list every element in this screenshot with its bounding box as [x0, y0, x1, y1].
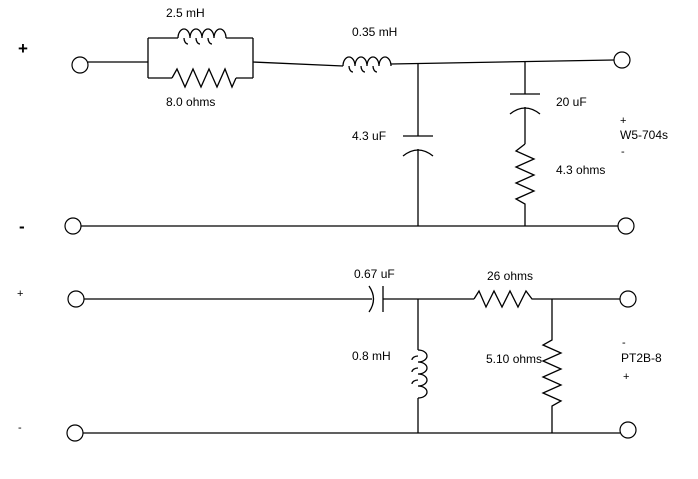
lower-resistor-r1-label: 26 ohms	[487, 269, 533, 283]
upper-circuit: + - 2.5 mH 8.0 ohms 0.35 mH 4.3 uF 20 uF…	[18, 6, 668, 236]
upper-resistor-r1-label: 8.0 ohms	[166, 95, 215, 109]
upper-capacitor-c1-label: 4.3 uF	[352, 129, 386, 143]
upper-wire-output	[390, 59, 615, 65]
lower-inductor-l1	[411, 349, 428, 399]
upper-input-plus-terminal[interactable]	[71, 56, 89, 74]
upper-resistor-r2	[514, 143, 536, 226]
upper-inductor-l1	[177, 28, 227, 45]
lower-input-plus-sign: +	[17, 288, 23, 300]
upper-inductor-l2-label: 0.35 mH	[352, 25, 397, 39]
lower-output-plus-terminal[interactable]	[619, 421, 637, 439]
upper-inductor-l1-label: 2.5 mH	[166, 6, 205, 20]
lower-driver-minus-sign: -	[622, 337, 626, 349]
upper-inductor-l2	[342, 56, 392, 73]
lower-output-minus-terminal[interactable]	[619, 290, 637, 308]
lower-capacitor-c1-plate-left	[368, 285, 375, 313]
upper-capacitor-c2-label: 20 uF	[556, 95, 587, 109]
lower-input-minus-terminal[interactable]	[66, 424, 84, 442]
upper-input-minus-terminal[interactable]	[64, 217, 82, 235]
upper-input-plus-sign: +	[18, 39, 28, 58]
lower-circuit: + - 0.67 uF 26 ohms 0.8 mH 5.10 ohms - P…	[17, 267, 662, 442]
lower-resistor-r1	[473, 289, 552, 309]
upper-parallel-frame	[147, 37, 254, 79]
upper-driver-name: W5-704s	[620, 128, 668, 142]
lower-input-plus-terminal[interactable]	[67, 290, 85, 308]
upper-resistor-r1	[171, 67, 237, 89]
lower-capacitor-c1-label: 0.67 uF	[354, 267, 395, 281]
lower-inductor-l1-label: 0.8 mH	[352, 349, 391, 363]
lower-input-minus-sign: -	[18, 422, 22, 434]
upper-driver-plus-sign: +	[620, 115, 626, 127]
upper-wire-mid	[252, 61, 344, 67]
upper-driver-minus-sign: -	[621, 146, 625, 158]
upper-output-minus-terminal[interactable]	[617, 217, 635, 235]
upper-output-plus-terminal[interactable]	[613, 51, 631, 69]
lower-driver-plus-sign: +	[623, 371, 629, 383]
upper-resistor-r2-label: 4.3 ohms	[556, 163, 605, 177]
lower-resistor-r2	[541, 299, 563, 433]
lower-resistor-r2-label: 5.10 ohms	[486, 352, 542, 366]
upper-input-minus-sign: -	[19, 217, 25, 236]
lower-driver-name: PT2B-8	[621, 351, 662, 365]
